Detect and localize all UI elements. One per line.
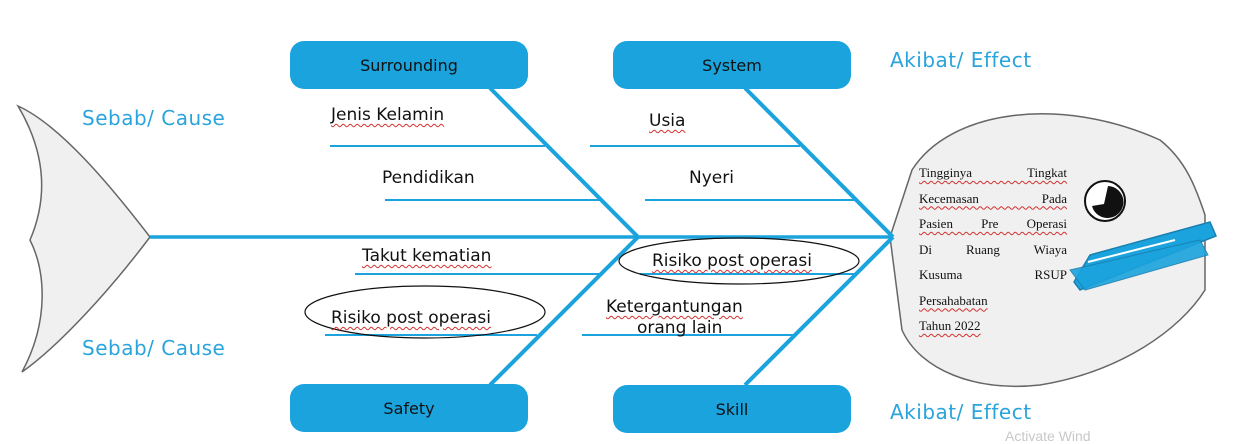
effect-line: Kusuma RSUP [919,267,1067,282]
fish-tail [16,104,151,373]
effect-line: Pasien Pre Operasi [919,216,1067,231]
category-surrounding: Surrounding [290,41,528,89]
effect-line: Kecemasan Pada [919,190,1067,206]
effect-line: Tahun 2022 [919,318,981,333]
cause-label-top: Sebab/ Cause [82,106,226,130]
cause-ketergantungan-line1: Ketergantungan [606,297,743,317]
fish-lower-lip [1069,239,1209,291]
effect-line: Tingginya Tingkat [919,165,1067,180]
oval-risiko-right [618,237,860,285]
cause-ketergantungan-line2: orang lain [637,318,723,338]
cause-risiko-left: Risiko post operasi [331,308,491,328]
watermark: Activate Wind [1005,428,1091,444]
category-skill: Skill [613,385,851,433]
cause-risiko-right: Risiko post operasi [652,251,812,271]
effect-line: Di Ruang Wiaya [919,241,1067,257]
cause-takut-kematian: Takut kematian [362,246,492,266]
effect-label-top: Akibat/ Effect [890,48,1032,72]
category-safety: Safety [290,384,528,432]
effect-statement: Tingginya Tingkat Kecemasan Pada Pasien … [919,160,1067,339]
oval-risiko-left [304,285,546,339]
effect-line: Persahabatan [919,292,988,308]
cause-label-bottom: Sebab/ Cause [82,336,226,360]
cause-jenis-kelamin: Jenis Kelamin [331,105,445,125]
cause-usia: Usia [649,111,686,131]
category-system: System [613,41,851,89]
bone-skill [743,235,895,387]
cause-nyeri: Nyeri [689,168,734,188]
cause-pendidikan: Pendidikan [382,168,475,188]
effect-label-bottom: Akibat/ Effect [890,400,1032,424]
bone-surrounding [488,86,640,239]
bone-safety [488,235,640,387]
bone-system [743,86,895,239]
